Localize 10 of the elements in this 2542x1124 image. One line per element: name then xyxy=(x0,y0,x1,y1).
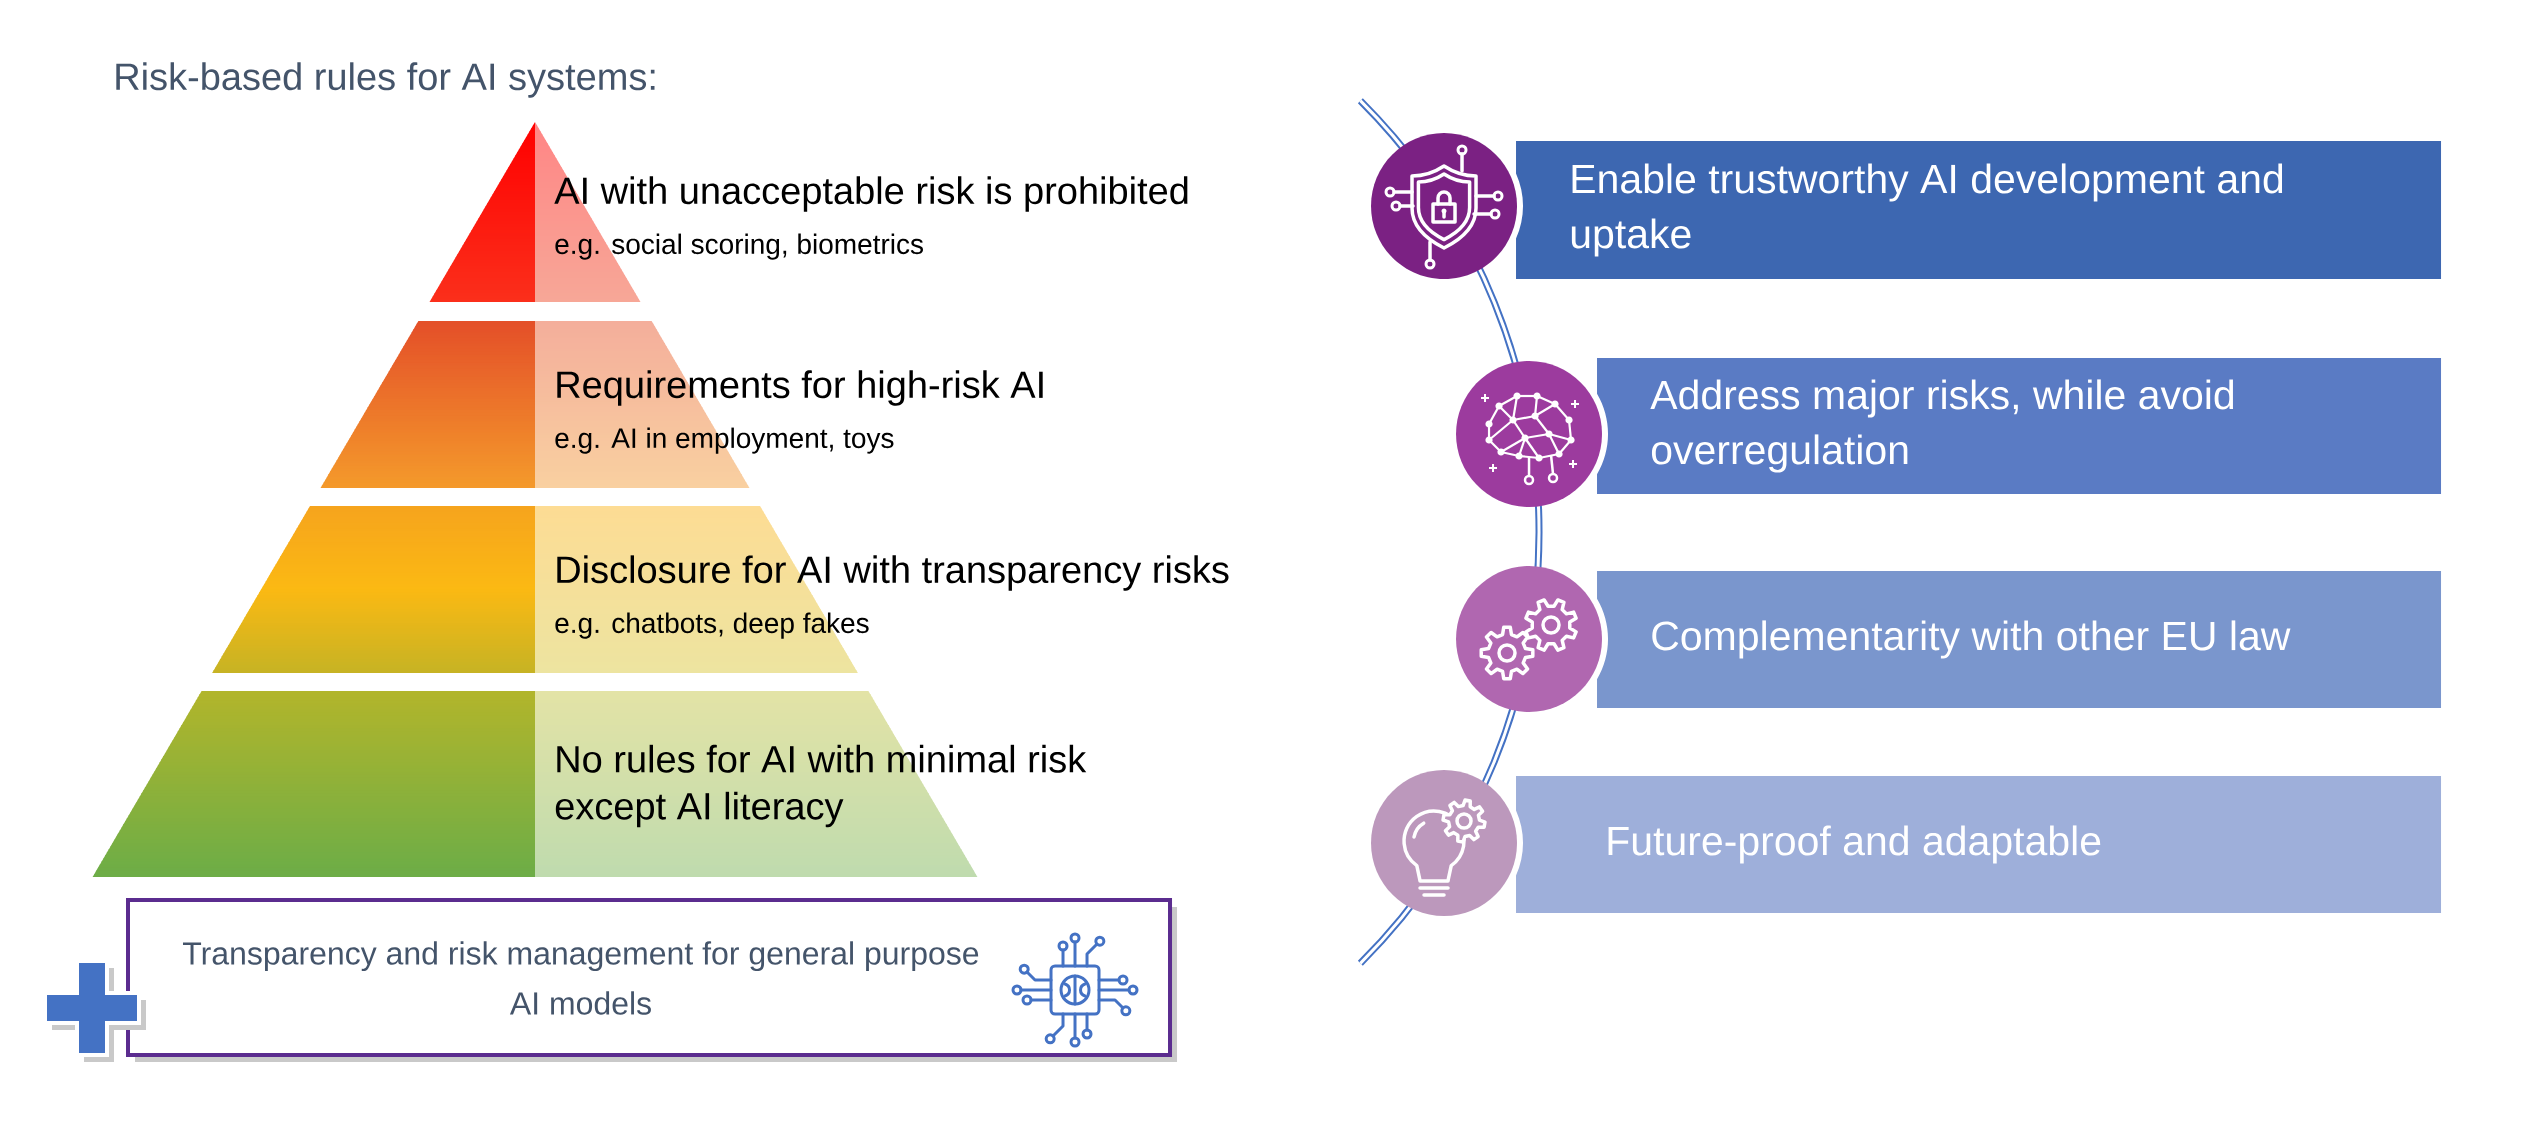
title: Risk-based rules for AI systems: xyxy=(116,62,655,98)
text-box: Transparency and risk management for general purpose AI models xyxy=(126,898,1177,1062)
tier-label: Requirements for high-risk AI e.g. AI in employment, toys xyxy=(555,370,1043,454)
tier-label: Disclosure for AI with transparency risks e.g. chatbots, deep fakes xyxy=(555,555,1229,639)
banner-bar: Address major risks, while avoid overregulation xyxy=(1597,358,2442,494)
banner-bar: Complementarity with other EU law xyxy=(1597,571,2442,708)
banner-bar: Future-proof and adaptable xyxy=(1516,776,2442,913)
banner-bar: Enable trustworthy AI development and uptake xyxy=(1516,141,2442,279)
tier-label: No rules for AI with minimal risk except AI literacy xyxy=(555,744,1087,828)
tier-label: AI with unacceptable risk is prohibited e.g. social scoring, biometrics xyxy=(554,176,1188,260)
